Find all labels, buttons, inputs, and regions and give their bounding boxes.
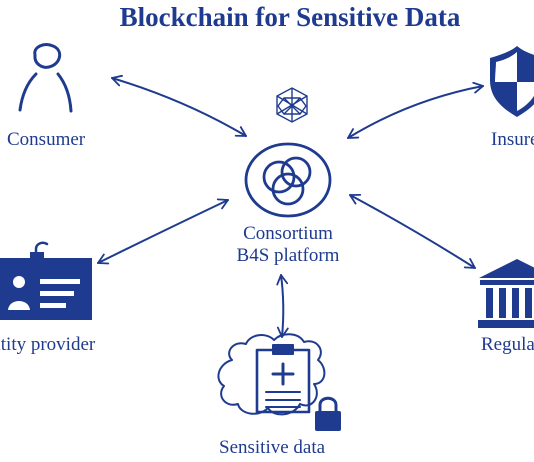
hexagon-network-icon — [276, 87, 308, 123]
arrow-identity-platform — [97, 198, 229, 265]
medical-record-icon — [217, 333, 326, 416]
label-insurer: Insurer — [491, 129, 534, 150]
label-consumer: Consumer — [7, 129, 86, 150]
id-card-icon — [0, 241, 92, 320]
arrow-regulator-platform — [349, 193, 476, 269]
label-regulator: Regulator — [481, 334, 534, 355]
label-platform-line2: B4S platform — [236, 245, 340, 266]
interlocking-circles-logo — [244, 142, 332, 218]
arrow-sensitive-platform — [276, 274, 289, 338]
label-sensitive-data: Sensitive data — [219, 437, 326, 458]
label-identity-provider: Identity provider — [0, 334, 96, 355]
diagram-title: Blockchain for Sensitive Data — [119, 2, 461, 32]
padlock-icon — [315, 396, 341, 431]
person-icon — [18, 43, 73, 113]
arrow-consumer-platform — [111, 74, 247, 137]
bank-building-icon — [478, 259, 534, 328]
label-platform-line1: Consortium — [243, 223, 333, 244]
arrow-insurer-platform — [347, 81, 484, 139]
shield-icon — [490, 46, 534, 117]
